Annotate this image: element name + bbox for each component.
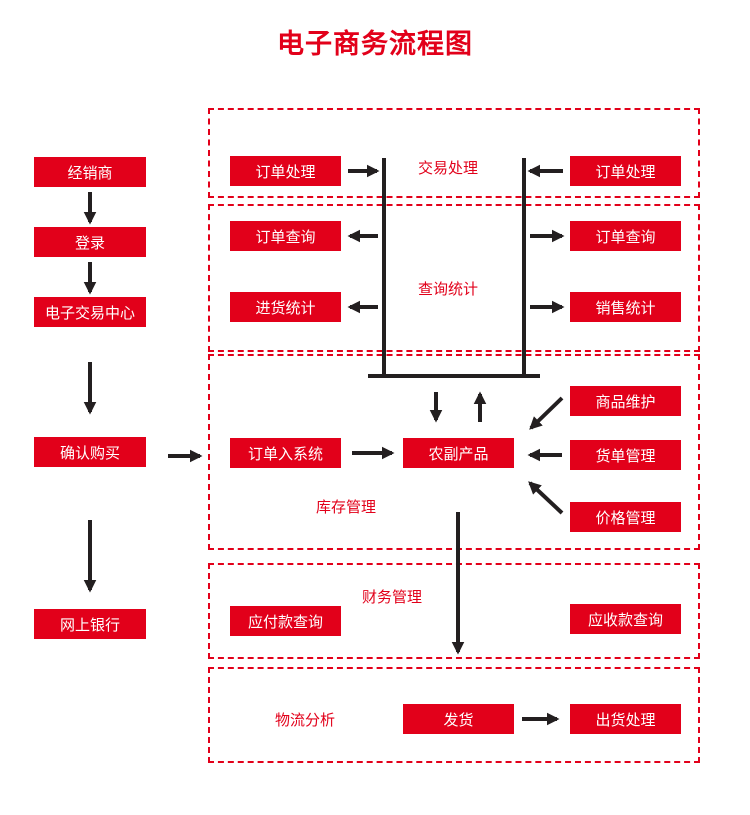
section-query-frame	[208, 204, 700, 352]
order-processing-left-node: 订单处理	[230, 156, 341, 186]
payable-query-node: 应付款查询	[230, 606, 341, 636]
dealer-node: 经销商	[34, 157, 146, 187]
shipping-processing-node: 出货处理	[570, 704, 681, 734]
sales-stats-node: 销售统计	[570, 292, 681, 322]
section-trade-label: 交易处理	[418, 159, 479, 177]
trade-center-node: 电子交易中心	[34, 297, 146, 327]
section-logistics-frame	[208, 667, 700, 763]
online-bank-node: 网上银行	[34, 609, 146, 639]
receivable-query-node: 应收款查询	[570, 604, 681, 634]
section-finance-label: 财务管理	[362, 588, 423, 606]
shipping-node: 发货	[403, 704, 514, 734]
product-maintenance-node: 商品维护	[570, 386, 681, 416]
order-query-right-node: 订单查询	[570, 221, 681, 251]
arrow-maintenance-to-products	[529, 396, 564, 430]
diagram-title: 电子商务流程图	[277, 29, 473, 60]
section-logistics-label: 物流分析	[275, 711, 336, 729]
arrow-price-to-products	[528, 481, 564, 515]
confirm-purchase-node: 确认购买	[34, 437, 146, 467]
order-processing-right-node: 订单处理	[570, 156, 681, 186]
section-inventory-label: 库存管理	[316, 498, 377, 516]
section-finance-frame	[208, 563, 700, 659]
price-management-node: 价格管理	[570, 502, 681, 532]
order-entry-node: 订单入系统	[230, 438, 341, 468]
agri-products-node: 农副产品	[403, 438, 514, 468]
purchase-stats-node: 进货统计	[230, 292, 341, 322]
login-node: 登录	[34, 227, 146, 257]
section-trade-frame	[208, 108, 700, 198]
section-inventory-frame	[208, 354, 700, 550]
section-query-label: 查询统计	[418, 280, 479, 298]
order-query-left-node: 订单查询	[230, 221, 341, 251]
bill-management-node: 货单管理	[570, 440, 681, 470]
